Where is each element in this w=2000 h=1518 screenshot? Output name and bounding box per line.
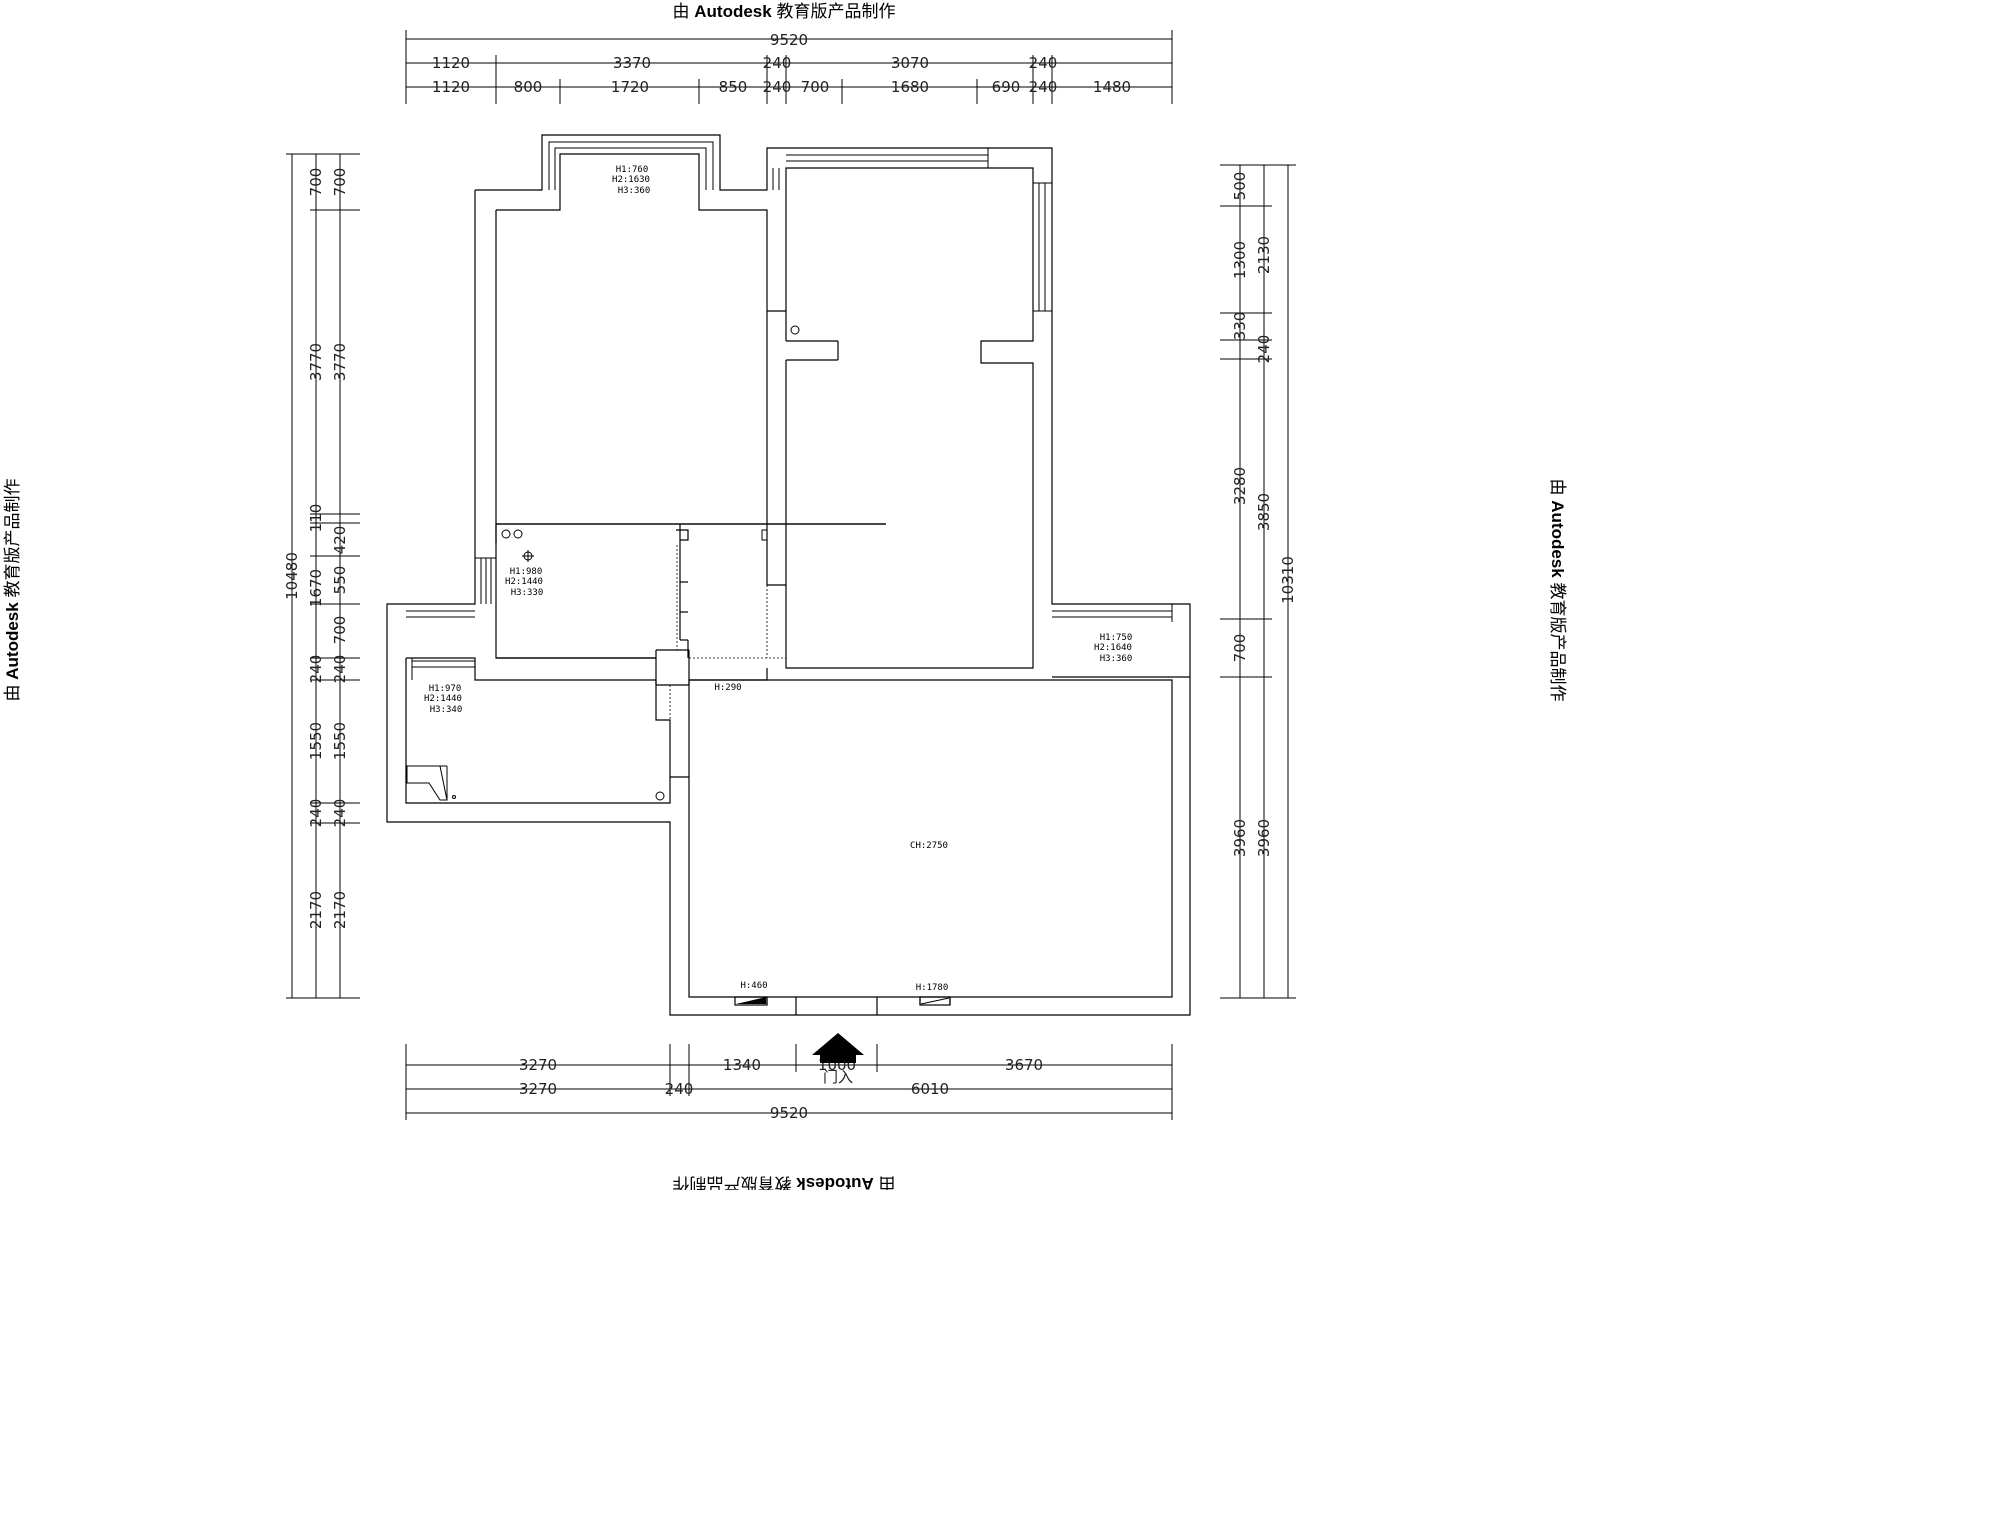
left-dim-o5: 1550	[307, 722, 325, 760]
top-dim-2-7: 1680	[891, 78, 929, 96]
annotation-small-room: H1:980 H2:1440 H3:330	[505, 567, 543, 598]
svg-text:H2:1440: H2:1440	[505, 577, 543, 587]
top-dim-2-6: 700	[801, 78, 830, 96]
left-dim-o6: 240	[307, 799, 325, 828]
svg-text:H3:360: H3:360	[1100, 654, 1133, 664]
annotation-h290: H:290	[714, 683, 741, 693]
watermark-bottom: 由 Autodesk 教育版产品制作	[673, 1174, 896, 1190]
bottom-dim-total: 9520	[770, 1104, 808, 1122]
bottom-dim-1-2: 1340	[723, 1056, 761, 1074]
svg-text:H1:760: H1:760	[616, 165, 649, 175]
top-dim-2-10: 1480	[1093, 78, 1131, 96]
annotation-left-room: H1:970 H2:1440 H3:340	[424, 684, 462, 715]
top-dim-2-1: 1120	[432, 78, 470, 96]
right-dim-o2: 240	[1255, 335, 1273, 364]
svg-text:H1:750: H1:750	[1100, 633, 1133, 643]
door-swing-marker	[736, 997, 766, 1004]
left-dim-o7: 2170	[307, 891, 325, 929]
bath-fixtures	[501, 325, 800, 562]
right-dim-total: 10310	[1279, 556, 1297, 604]
exterior-walls	[386, 134, 1191, 1016]
left-dim-i2: 3770	[331, 343, 349, 381]
left-dim-i1: 700	[331, 168, 349, 197]
watermark-top: 由 Autodesk 教育版产品制作	[673, 2, 896, 21]
floor-plan-drawing: 由 Autodesk 教育版产品制作 由 Autodesk 教育版产品制作 由 …	[3, 2, 1567, 1190]
annotation-right-room: H1:750 H2:1640 H3:360	[1094, 633, 1132, 664]
top-dim-total: 9520	[770, 31, 808, 49]
left-dim-o4: 240	[307, 655, 325, 684]
right-dim-o4: 3960	[1255, 819, 1273, 857]
left-dimension-lines	[286, 153, 360, 999]
right-dim-i2: 1300	[1231, 241, 1249, 279]
left-dim-o1: 700	[307, 168, 325, 197]
left-dim-i8: 1550	[331, 722, 349, 760]
svg-text:H3:340: H3:340	[430, 705, 463, 715]
door-openings	[669, 545, 786, 777]
left-dim-i4: 420	[331, 526, 349, 555]
left-dim-o2: 3770	[307, 343, 325, 381]
bottom-dim-2-2: 240	[665, 1080, 694, 1098]
svg-text:H3:360: H3:360	[618, 186, 651, 196]
top-dim-2-8: 690	[992, 78, 1021, 96]
left-dim-i9: 240	[331, 799, 349, 828]
top-dim-1-1: 1120	[432, 54, 470, 72]
top-dim-2-4: 850	[719, 78, 748, 96]
left-dim-i10: 2170	[331, 891, 349, 929]
bottom-dim-1-4: 3670	[1005, 1056, 1043, 1074]
svg-text:H2:1440: H2:1440	[424, 694, 462, 704]
right-dim-o1: 2130	[1255, 236, 1273, 274]
right-dim-i4: 3280	[1231, 467, 1249, 505]
door-swing-marker-2	[920, 997, 950, 1005]
annotation-h1780: H:1780	[916, 983, 949, 993]
svg-text:H1:980: H1:980	[510, 567, 543, 577]
svg-text:H3:330: H3:330	[511, 588, 544, 598]
watermark-left: 由 Autodesk 教育版产品制作	[3, 479, 22, 702]
bottom-dim-1-1: 3270	[519, 1056, 557, 1074]
left-dim-i7: 240	[331, 655, 349, 684]
left-dim-total: 10480	[283, 552, 301, 600]
left-dim-i6: 700	[331, 616, 349, 645]
top-dim-1-2: 3370	[613, 54, 651, 72]
top-dim-1-4: 3070	[891, 54, 929, 72]
kitchen-fixtures	[406, 765, 665, 801]
bottom-dim-2-1: 3270	[519, 1080, 557, 1098]
top-dim-2-5: 240	[763, 78, 792, 96]
right-dim-i1: 500	[1231, 172, 1249, 201]
annotation-h460: H:460	[740, 981, 767, 991]
svg-text:H1:970: H1:970	[429, 684, 462, 694]
annotation-top-window: H1:760 H2:1630 H3:360	[612, 165, 650, 196]
entrance-label: 门入	[823, 1068, 853, 1086]
top-dim-2-9: 240	[1029, 78, 1058, 96]
svg-text:H2:1640: H2:1640	[1094, 643, 1132, 653]
right-dimension-lines	[1220, 164, 1296, 999]
right-dim-i5: 700	[1231, 634, 1249, 663]
svg-text:H2:1630: H2:1630	[612, 175, 650, 185]
watermark-right: 由 Autodesk 教育版产品制作	[1548, 479, 1567, 702]
top-dimension-lines	[405, 30, 1173, 104]
annotation-ceiling-height: CH:2750	[910, 841, 948, 851]
bottom-dimension-lines	[405, 1044, 1173, 1120]
right-dim-i3: 330	[1231, 312, 1249, 341]
right-dim-i6: 3960	[1231, 819, 1249, 857]
right-dim-o3: 3850	[1255, 493, 1273, 531]
entrance-arrow-icon	[812, 1033, 864, 1063]
left-dim-i5: 550	[331, 566, 349, 595]
left-dim-i3: 110	[307, 504, 325, 533]
bottom-dim-2-3: 6010	[911, 1080, 949, 1098]
left-dim-o3: 1670	[307, 569, 325, 607]
top-dim-2-3: 1720	[611, 78, 649, 96]
top-dim-1-3: 240	[763, 54, 792, 72]
top-dim-2-2: 800	[514, 78, 543, 96]
top-dim-1-5: 240	[1029, 54, 1058, 72]
